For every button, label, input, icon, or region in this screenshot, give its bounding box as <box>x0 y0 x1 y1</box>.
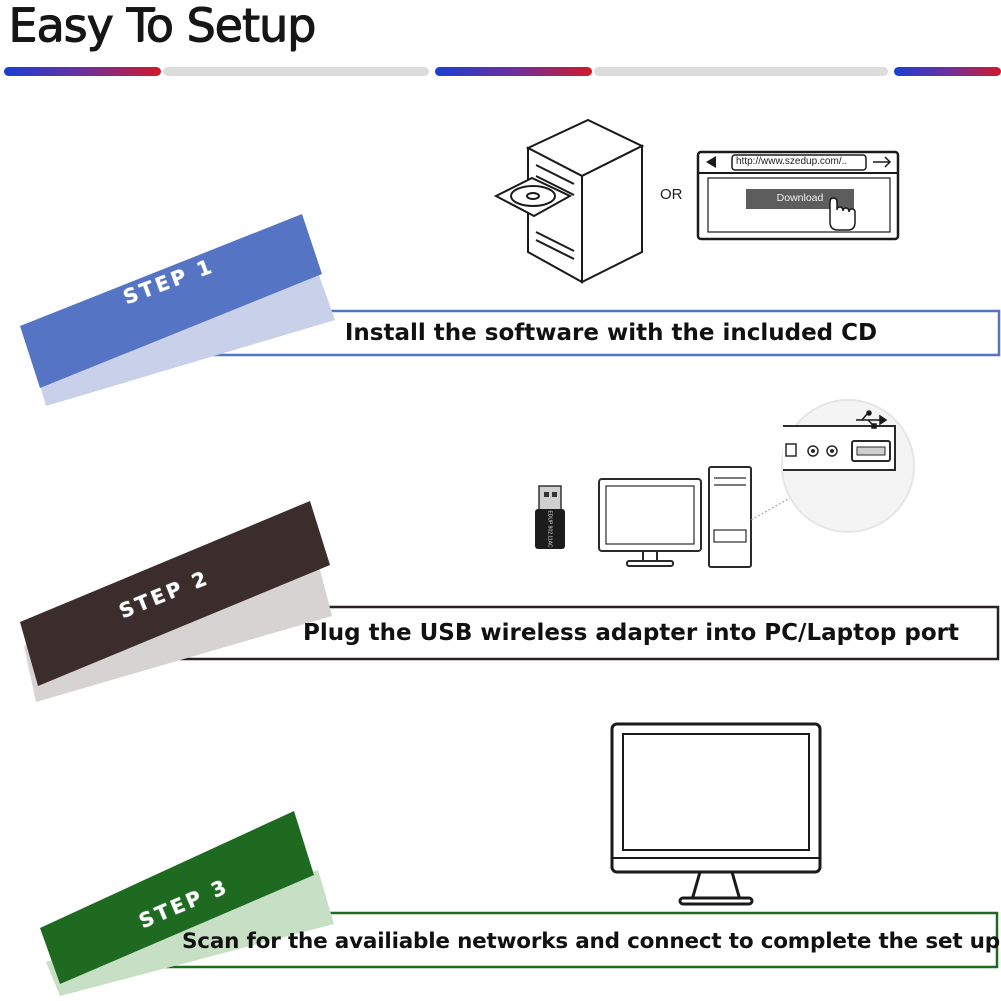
header-bar-grey-1 <box>163 67 429 76</box>
download-label: Download <box>776 192 824 204</box>
monitor-icon <box>610 722 822 906</box>
header-bar-grey-2 <box>594 67 888 76</box>
url-bar <box>731 154 867 171</box>
header-bar-accent-3 <box>894 67 1001 76</box>
forward-arrow-icon <box>884 156 892 168</box>
step-3-text: Scan for the availiable networks and con… <box>182 929 1000 954</box>
usb-port-zoom-icon <box>781 399 915 533</box>
step-3-banner-shadow <box>46 870 334 996</box>
header-bar-accent-1 <box>4 67 161 76</box>
step-3-banner <box>40 811 314 984</box>
hand-pointer-icon <box>829 197 856 231</box>
step-2-banner <box>20 501 330 686</box>
download-button-graphic <box>746 189 854 209</box>
or-label: OR <box>660 186 683 203</box>
computer-tower-cd-icon <box>493 118 645 284</box>
back-arrow-icon <box>706 156 716 168</box>
step-1-text: Install the software with the included C… <box>344 320 878 346</box>
usb-adapter-icon <box>535 485 565 549</box>
step-1-banner <box>20 214 322 388</box>
desktop-pc-icon <box>598 466 791 568</box>
usb-symbol-icon <box>856 410 888 429</box>
header-bar-accent-2 <box>435 67 592 76</box>
step-2-banner-shadow <box>24 562 332 702</box>
url-text: http://www.szedup.com/.. <box>736 156 848 167</box>
page-title: Easy To Setup <box>8 0 316 52</box>
step-2-text: Plug the USB wireless adapter into PC/La… <box>303 620 959 646</box>
adapter-brand-text: EDUP 802.11AC <box>547 510 553 548</box>
browser-download-icon <box>696 150 900 241</box>
